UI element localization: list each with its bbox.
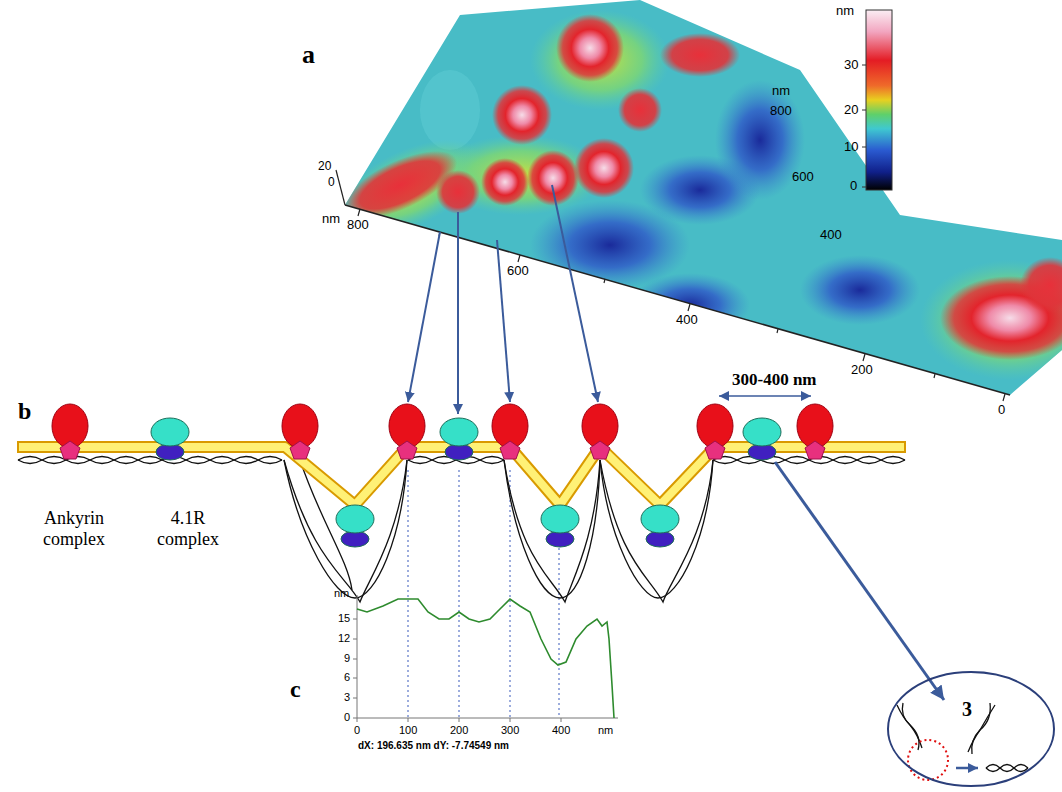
unit-label: nm: [836, 4, 854, 19]
axis-label: 400: [676, 313, 698, 328]
panel-letter: b: [18, 398, 31, 426]
dimension-label: 300-400 nm: [732, 370, 817, 390]
ellipse-outline: [886, 670, 1056, 788]
axis-label: 0: [328, 176, 335, 190]
axis-label: 200: [450, 724, 468, 737]
axis-label: 20: [318, 160, 331, 174]
spectrin-filament: [18, 457, 905, 603]
axis-label: 800: [347, 218, 369, 233]
axis-label: 0: [998, 403, 1005, 418]
afm-surface: [321, 0, 1062, 401]
axis-label: 400: [820, 228, 842, 243]
inset-pointer-arrow: [775, 462, 944, 700]
axis-label: 400: [552, 724, 570, 737]
axis-label: 600: [507, 264, 529, 279]
scale-value: 20: [844, 103, 858, 118]
axis-label: 0: [354, 724, 360, 737]
axis-label: 0: [344, 711, 350, 724]
axis-label: 200: [851, 363, 873, 378]
axis-label: 9: [344, 652, 350, 665]
profile-chart: [353, 595, 618, 722]
part-name: 4.1R complex: [140, 508, 236, 549]
callout-number: 3: [962, 698, 972, 720]
axis-label: nm: [322, 212, 340, 227]
axis-label: 300: [501, 724, 519, 737]
gap-circle: [908, 740, 948, 780]
ellipse-outline: [888, 672, 1054, 786]
axis-label: 3: [344, 691, 350, 704]
axis-label: 600: [792, 170, 814, 185]
ankyrin-complex: [52, 404, 833, 459]
axis-label: 12: [338, 632, 350, 645]
axis-label: nm: [772, 84, 790, 99]
axis-label: nm: [598, 724, 613, 737]
part-name: Ankyrin complex: [28, 508, 120, 549]
inset-ellipse: 3: [886, 670, 1056, 788]
color-bar-ticks: [862, 65, 866, 187]
axis-label: nm: [334, 587, 349, 600]
axis-label: 6: [344, 671, 350, 684]
scale-value: 10: [844, 140, 858, 155]
transition-arrow: [956, 767, 978, 770]
panel-letter: c: [290, 676, 301, 704]
color-bar: [866, 10, 892, 190]
pointer-arrows: [408, 185, 598, 414]
protein-4-1r-complex: [151, 418, 781, 547]
axis-label: 15: [338, 612, 350, 625]
measurement-readout: dX: 196.635 nm dY: -7.74549 nm: [358, 740, 509, 752]
guide-lines: [408, 470, 559, 718]
scale-value: 0: [850, 179, 857, 194]
panel-letter: a: [302, 40, 315, 70]
scale-value: 30: [844, 58, 858, 73]
axis-label: 800: [770, 104, 792, 119]
dimension-arrow: [719, 395, 811, 397]
axis-label: 100: [399, 724, 417, 737]
